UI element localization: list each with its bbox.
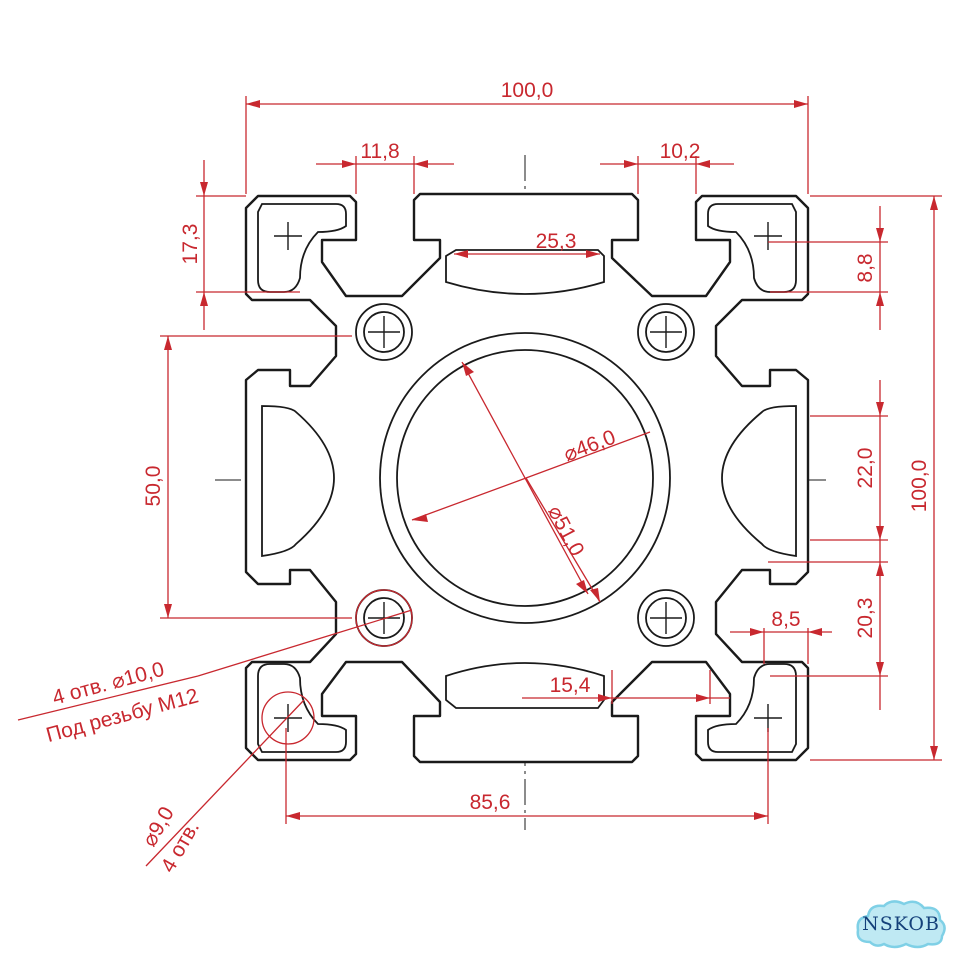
screw-hole-br <box>637 589 695 647</box>
dim-slot-right-label: 10,2 <box>660 140 701 163</box>
dim-slot-left: 11,8 <box>316 140 454 194</box>
screw-hole-tl <box>355 303 413 361</box>
brand-logo: NSKOB <box>852 896 950 952</box>
dim-right-8-8: 8,8 <box>768 206 888 330</box>
dim-right-8-5-label: 8,5 <box>771 608 800 631</box>
bore-outer <box>379 332 671 624</box>
dim-right-8-5: 8,5 <box>730 608 832 664</box>
dim-slot-inner-label: 25,3 <box>536 230 577 253</box>
bore-inner <box>396 349 654 607</box>
cavity-right <box>721 405 797 558</box>
dim-left-17: 17,3 <box>179 160 300 330</box>
dim-slot-right: 10,2 <box>600 140 734 194</box>
dim-overall-width-label: 100,0 <box>501 79 554 102</box>
dim-center-distance-label: 50,0 <box>142 466 165 507</box>
dim-bottom-85-6-label: 85,6 <box>470 791 511 814</box>
cavity-left <box>261 405 335 558</box>
dim-bottom-15-4: 15,4 <box>522 670 730 704</box>
cloud-icon <box>856 900 946 949</box>
dim-slot-inner: 25,3 <box>454 230 600 258</box>
dim-overall-height-label: 100,0 <box>908 460 931 513</box>
dim-right-8-8-label: 8,8 <box>854 253 877 282</box>
dim-right-22-label: 22,0 <box>854 448 877 489</box>
dim-right-22: 22,0 <box>810 380 888 541</box>
corner-pocket-br <box>707 663 797 753</box>
dim-slot-left-label: 11,8 <box>360 140 399 163</box>
dim-bottom-15-4-label: 15,4 <box>550 674 591 697</box>
corner-pocket-tr <box>707 203 797 293</box>
dim-right-20-3: 20,3 <box>768 540 888 710</box>
screw-hole-tr <box>637 303 695 361</box>
logo-text: NSKOB <box>862 913 940 935</box>
corner-hole-crosses <box>274 222 782 732</box>
corner-pocket-tl <box>257 203 347 293</box>
dim-right-20-3-label: 20,3 <box>854 598 877 639</box>
cavity-top <box>445 249 605 295</box>
dim-overall-width: 100,0 <box>245 79 809 194</box>
dim-left-17-label: 17,3 <box>179 224 202 265</box>
cavity-bottom <box>445 662 605 709</box>
dim-center-distance: 50,0 <box>142 335 352 619</box>
dim-overall-height: 100,0 <box>810 195 942 761</box>
